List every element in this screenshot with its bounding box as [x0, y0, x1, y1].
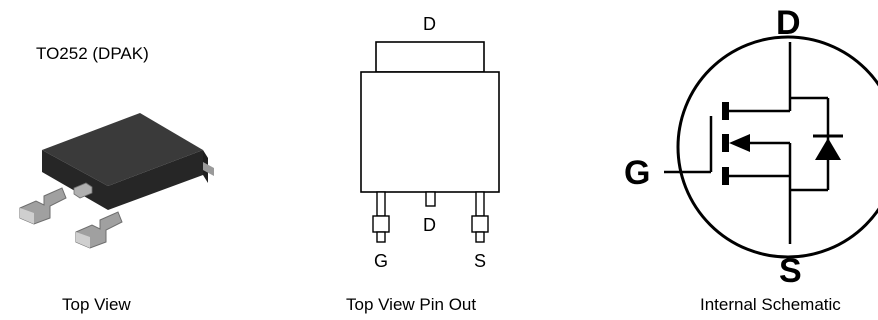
schematic-gate-label: G — [624, 154, 651, 192]
pinout-right-pin-label: S — [474, 251, 487, 271]
package-name: TO252 (DPAK) — [36, 44, 149, 63]
schematic-circle — [676, 35, 878, 259]
pinout-center-stub — [425, 191, 436, 207]
package-body — [42, 113, 214, 210]
pinout-lead-left — [372, 191, 390, 243]
channel-segment-bot — [722, 167, 729, 185]
channel-segment-top — [722, 102, 729, 120]
package-caption: Top View — [62, 295, 131, 314]
channel-segment-mid — [722, 134, 729, 152]
schematic-caption: Internal Schematic — [700, 295, 841, 314]
pinout-left-pin-label: G — [374, 251, 389, 271]
package-lead-left — [19, 187, 67, 225]
body-arrow — [729, 134, 750, 152]
pinout-caption: Top View Pin Out — [346, 295, 477, 314]
schematic-source-label: S — [779, 252, 802, 290]
pinout-tab — [375, 41, 485, 73]
pinout-body — [360, 71, 500, 193]
pinout-tab-label: D — [423, 14, 436, 34]
schematic-drain-label: D — [776, 4, 801, 42]
pinout-lead-right — [471, 191, 489, 243]
package-lead-right — [75, 211, 123, 249]
pinout-center-pin-label: D — [423, 215, 436, 235]
body-diode-triangle — [815, 138, 841, 160]
